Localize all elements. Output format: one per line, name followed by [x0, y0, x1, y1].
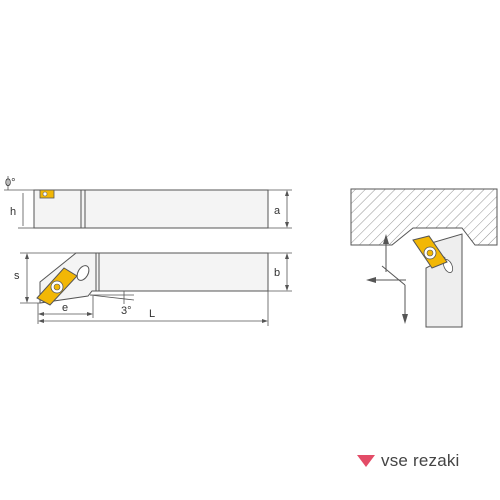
brand-name: vse rezaki [381, 451, 460, 470]
angle-bottom-label: 3° [121, 305, 132, 317]
angle-line-bottom-2 [89, 294, 135, 301]
holder-plan-body [39, 252, 269, 304]
holder-side-body [33, 189, 269, 229]
insert-screw-inner [53, 283, 61, 291]
top-view: 0° h a [4, 176, 292, 229]
clamp-slot [76, 265, 90, 281]
h-label: h [10, 206, 16, 218]
brand-chevron-icon [357, 455, 375, 467]
operation-schematic [350, 188, 498, 328]
workpiece-section [350, 188, 498, 246]
holder-schematic [425, 233, 463, 328]
s-label: s [14, 270, 20, 282]
plan-view: 3° s b e L [14, 252, 292, 326]
feed-arrow-diagonal [381, 265, 406, 286]
insert-side-screw [42, 191, 48, 197]
b-label: b [274, 267, 280, 279]
brand-logo[interactable]: vse rezaki [357, 450, 460, 472]
L-label: L [149, 308, 155, 320]
a-label: a [274, 205, 281, 217]
e-label: e [62, 302, 68, 314]
angle-top-label: 0° [5, 177, 16, 189]
